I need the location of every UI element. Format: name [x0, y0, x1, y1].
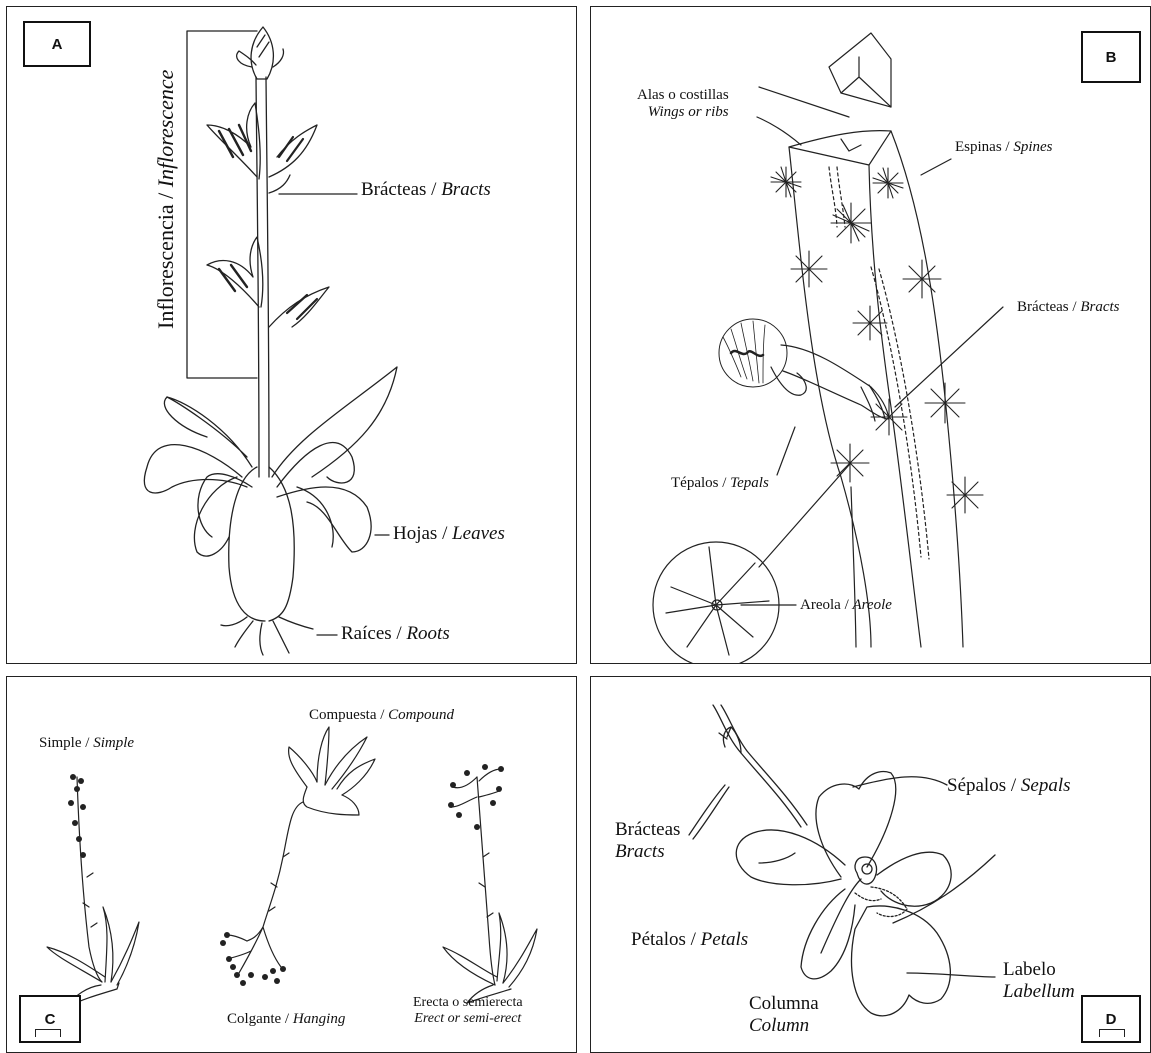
orchid-bracts-label: Brácteas Bracts — [615, 819, 680, 863]
simple-label: Simple / Simple — [39, 735, 134, 752]
areole-label: Areola / Areole — [800, 597, 892, 614]
scale-bar-d — [1099, 1029, 1125, 1037]
panel-a: A Inflorescencia / Inflorescence Bráctea… — [6, 6, 577, 664]
cactus-bracts-label: Brácteas / Bracts — [1017, 299, 1119, 316]
column-label: Columna Column — [749, 993, 819, 1037]
inflorescence-label: Inflorescencia / Inflorescence — [153, 70, 179, 329]
panel-d: D Sépalos / Sepals Brácteas Bracts Pétal… — [590, 676, 1151, 1053]
tepals-label: Tépalos / Tepals — [671, 475, 769, 492]
spines-label: Espinas / Spines — [955, 139, 1053, 156]
roots-label: Raíces / Roots — [341, 623, 450, 645]
sepals-label: Sépalos / Sepals — [947, 775, 1071, 797]
labellum-label: Labelo Labellum — [1003, 959, 1075, 1003]
panel-b: B Alas o costillas Wings or ribs Espinas… — [590, 6, 1151, 664]
panel-b-letter: B — [1081, 31, 1141, 83]
wings-label: Alas o costillas Wings or ribs — [637, 87, 729, 121]
scale-bar — [35, 1029, 61, 1037]
erect-label: Erecta o semierecta Erect or semi-erect — [413, 995, 523, 1027]
bracts-label: Brácteas / Bracts — [361, 179, 491, 201]
hanging-label: Colgante / Hanging — [227, 1011, 345, 1028]
leaves-label: Hojas / Leaves — [393, 523, 505, 545]
bromeliad-illustration — [7, 7, 577, 664]
petals-label: Pétalos / Petals — [631, 929, 748, 951]
panel-c: C Simple / Simple Compuesta / Compound C… — [6, 676, 577, 1053]
compound-label: Compuesta / Compound — [309, 707, 454, 724]
panel-a-letter: A — [23, 21, 91, 67]
